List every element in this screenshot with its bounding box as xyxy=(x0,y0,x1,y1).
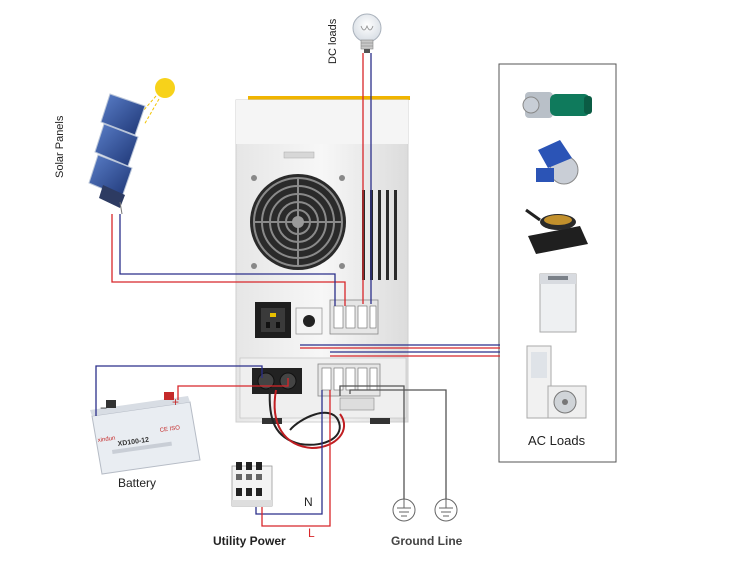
ground-line-label: Ground Line xyxy=(391,534,463,548)
battery-cert: CE ISO xyxy=(159,425,180,434)
light-bulb-icon xyxy=(352,13,382,53)
wiring xyxy=(95,53,500,527)
ac-socket xyxy=(255,302,291,338)
battery-icon: − + xindun CE ISO XD100-12 xyxy=(90,392,201,475)
induction-cooker-icon xyxy=(525,208,588,254)
svg-text:−: − xyxy=(100,401,107,415)
water-pump-icon xyxy=(522,92,592,118)
cooling-fan-icon xyxy=(250,174,346,270)
ac-terminal-block xyxy=(317,363,381,411)
utility-power-label: Utility Power xyxy=(213,534,286,548)
dc-terminal-block xyxy=(329,299,379,335)
inverter-unit xyxy=(235,96,410,424)
dc-loads-label: DC loads xyxy=(327,18,339,64)
washing-machine-icon xyxy=(539,273,577,333)
angle-grinder-icon xyxy=(536,140,579,185)
power-switch xyxy=(295,307,323,335)
sun-icon xyxy=(136,78,175,126)
ground-symbol-icon xyxy=(434,498,458,522)
ac-loads-label: AC Loads xyxy=(528,433,586,448)
battery-brand: xindun xyxy=(97,436,115,444)
battery-label: Battery xyxy=(118,476,157,490)
circuit-breaker-icon xyxy=(231,462,273,507)
neutral-label: N xyxy=(304,495,313,509)
solar-panel-icon xyxy=(88,93,146,215)
live-label: L xyxy=(308,526,315,540)
solar-panels-label: Solar Panels xyxy=(54,115,66,178)
ground-symbol-icon xyxy=(392,498,416,522)
air-conditioner-icon xyxy=(526,345,587,419)
battery-terminals xyxy=(252,368,302,394)
battery-model: XD100-12 xyxy=(117,437,149,448)
svg-text:+: + xyxy=(172,395,179,409)
